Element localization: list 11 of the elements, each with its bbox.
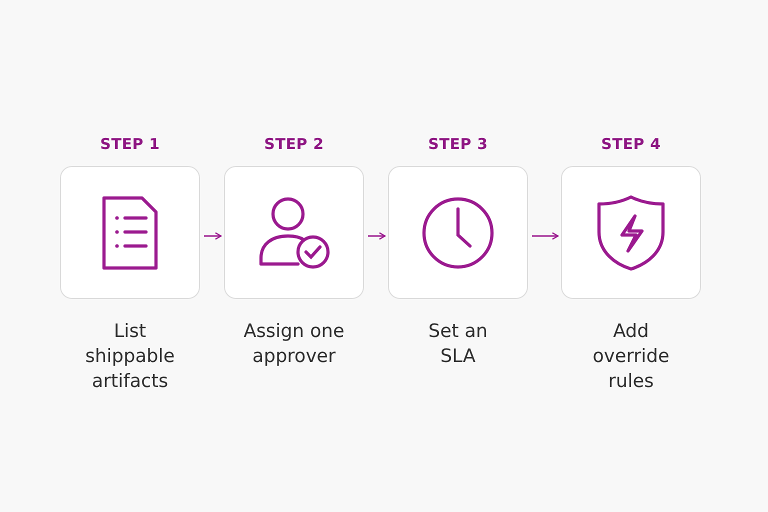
arrow xyxy=(532,232,559,240)
arrow xyxy=(204,232,222,240)
step-caption: Add override rules xyxy=(592,320,670,394)
step-heading: STEP 2 xyxy=(263,135,325,153)
step-heading: STEP 1 xyxy=(99,135,161,153)
step-caption: List shippable artifacts xyxy=(84,320,176,394)
step-caption: Set an SLA xyxy=(427,320,489,369)
arrow xyxy=(368,232,386,240)
step-heading: STEP 3 xyxy=(427,135,489,153)
step-caption: Assign one approver xyxy=(242,320,346,369)
step-heading: STEP 4 xyxy=(600,135,662,153)
